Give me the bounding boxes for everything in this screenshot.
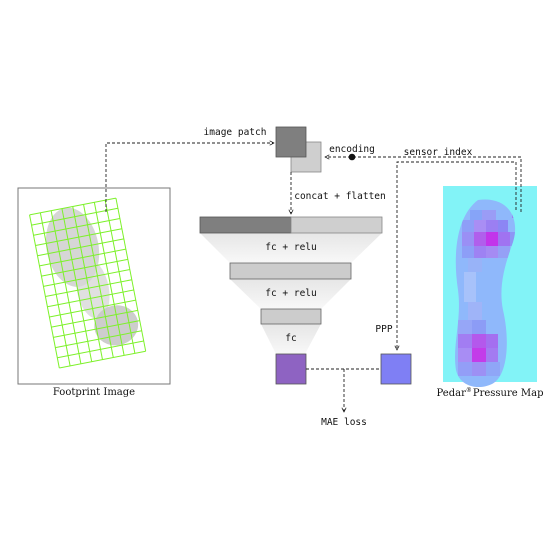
concat-flatten-label: concat + flatten xyxy=(294,191,386,202)
image-patch-square xyxy=(275,126,307,158)
mae-loss-label: MAE loss xyxy=(321,417,367,428)
footprint-panel: Footprint Image xyxy=(17,187,171,398)
grid-column-line xyxy=(83,204,114,358)
image-patch-label: image patch xyxy=(204,127,267,138)
grid-column-line xyxy=(72,206,103,360)
patch-stack: image patch encoding sensor index concat… xyxy=(204,126,473,202)
fc-relu-layer-2 xyxy=(260,308,322,325)
patch-extract-arrow xyxy=(105,143,274,212)
sensor-index-arrow xyxy=(325,157,522,212)
fc-relu-label-1: fc + relu xyxy=(265,242,316,253)
encoding-junction-dot xyxy=(348,153,356,161)
pressure-map-panel: Pedar®Pressure Map xyxy=(437,186,544,399)
funnel-2 xyxy=(230,279,351,309)
pressure-map-caption: Pedar®Pressure Map xyxy=(437,387,544,399)
encoding-label: encoding xyxy=(329,144,375,155)
ppp-box xyxy=(380,353,412,385)
connectors xyxy=(105,143,522,412)
footprint-image-caption: Footprint Image xyxy=(53,387,135,398)
prediction-box xyxy=(275,353,307,385)
grid-column-line xyxy=(61,208,93,362)
fc-label: fc xyxy=(285,333,296,344)
grid-column-line xyxy=(115,197,147,352)
funnel-1 xyxy=(200,233,382,263)
grid-column-line xyxy=(29,214,60,369)
fc-relu-layer-1 xyxy=(229,262,352,280)
grid-column-line xyxy=(50,210,82,364)
concat-encoding-segment xyxy=(199,216,292,234)
concat-sensor-segment xyxy=(290,216,383,234)
network: fc + relu fc + relu fc PPP xyxy=(199,216,412,385)
grid-column-line xyxy=(104,200,136,354)
fc-relu-label-2: fc + relu xyxy=(265,288,316,299)
sensor-index-label: sensor index xyxy=(404,147,473,158)
grid-column-line xyxy=(39,212,71,366)
ppp-arrow xyxy=(397,161,517,350)
footprint-grid xyxy=(29,197,147,369)
funnel-3 xyxy=(261,324,321,354)
grid-column-line xyxy=(93,202,125,356)
ppp-label: PPP xyxy=(375,324,392,335)
